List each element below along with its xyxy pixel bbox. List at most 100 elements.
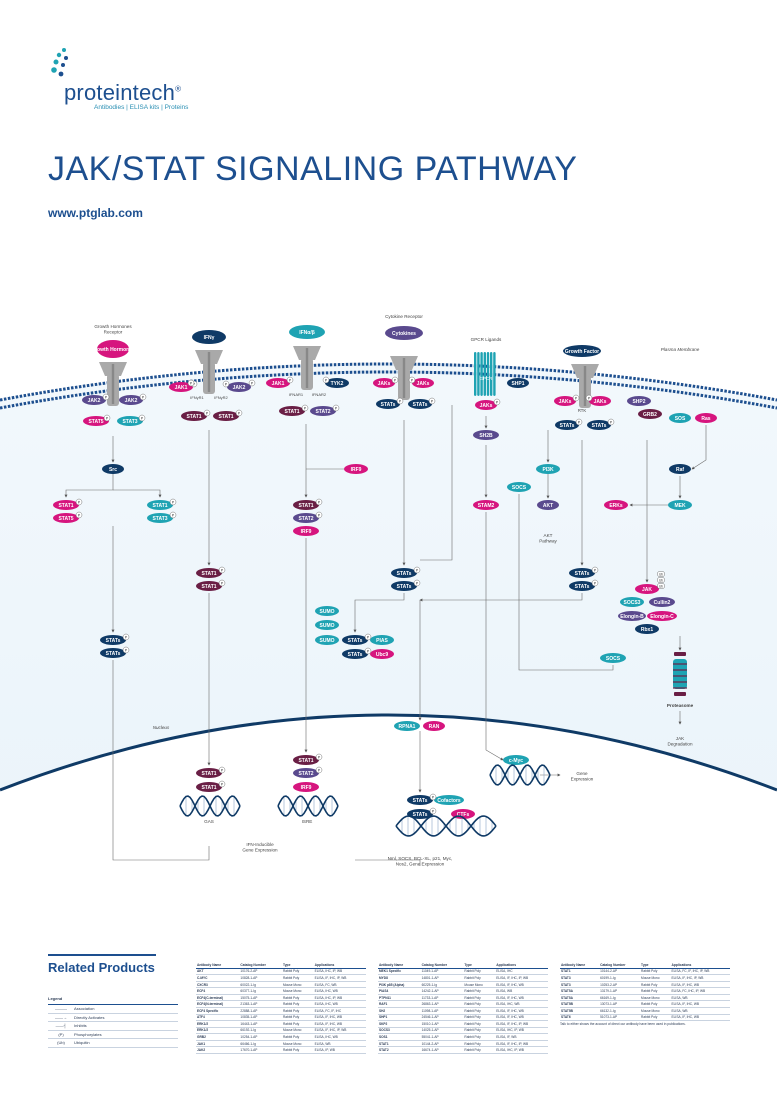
node-rpna1: RPNA1	[394, 721, 420, 731]
table-cell: CXCR3	[196, 981, 240, 989]
svg-text:P: P	[78, 513, 81, 517]
svg-text:Growth Hormones: Growth Hormones	[91, 347, 135, 353]
svg-text:JAKs: JAKs	[480, 403, 493, 409]
table-cell: ECF4 Specific	[196, 1007, 240, 1015]
label-gas: GAS	[204, 819, 214, 824]
svg-text:STATs: STATs	[575, 571, 590, 577]
legend-label: Directly Activates	[74, 1014, 105, 1020]
table-cell: ATF4	[196, 1014, 240, 1022]
phospho-badge: P	[322, 376, 330, 384]
svg-text:P: P	[125, 635, 128, 639]
table-cell: 60199-1-Ig	[599, 974, 641, 982]
table-cell: ELISA, IF, IHC, WB	[313, 1014, 366, 1022]
ifnab-receptor	[293, 346, 321, 390]
svg-text:TYK2: TYK2	[331, 381, 344, 387]
brand-logo	[46, 46, 76, 86]
phospho-badge: P	[218, 566, 226, 574]
table-cell: ELISA, WB	[313, 1040, 366, 1048]
table-cell: ELISA, IF, IHC, WB	[495, 994, 548, 1002]
label-nucleus: Nucleus	[153, 725, 170, 730]
svg-text:P: P	[335, 406, 338, 410]
phospho-badge: P	[122, 633, 130, 641]
svg-text:P: P	[367, 649, 370, 653]
svg-text:P: P	[411, 378, 414, 382]
svg-text:P: P	[588, 396, 591, 400]
phospho-badge: P	[413, 566, 421, 574]
phospho-badge: P	[169, 498, 177, 506]
table-cell: Rabbit Poly	[281, 1007, 314, 1015]
legend-symbol: (Ub)	[57, 1040, 65, 1046]
dna-isre	[277, 795, 339, 817]
node-stat1-cyto-b: STAT1	[147, 500, 173, 510]
table-cell: ELISA, IF, IHC, WB	[495, 981, 548, 989]
table-cell: ELISA, IHC, WB	[313, 987, 366, 995]
node-jak2: JAK2	[227, 382, 251, 392]
node-jak: JAK	[635, 584, 659, 594]
table-cell: Mouse Mono	[281, 1027, 314, 1035]
table-cell: 66192-1-Ig	[239, 1027, 282, 1035]
svg-text:STATs: STATs	[575, 584, 590, 590]
svg-text:c-Myc: c-Myc	[509, 758, 523, 764]
phospho-badge: P	[413, 579, 421, 587]
table-cell: SKP2	[378, 1020, 421, 1028]
node-sumo: SUMO	[315, 606, 339, 616]
svg-text:STAM2: STAM2	[478, 503, 495, 509]
table-cell: ELISA, IF, IHC, IP, WB	[495, 1040, 548, 1048]
label-plasma_membrane: Plasma Membrane	[661, 347, 700, 352]
node-jak2: JAK2	[119, 395, 143, 405]
node-stat1-cyto: STAT1	[53, 500, 79, 510]
node-raf: Raf	[669, 464, 691, 474]
svg-text:Raf: Raf	[676, 467, 684, 473]
svg-text:P: P	[190, 381, 193, 385]
table-cell: STAT5B	[560, 1000, 600, 1008]
dna-cmyc	[489, 764, 551, 786]
connector	[353, 593, 405, 633]
pathway-connectors	[64, 405, 707, 866]
table-cell: MEK1 Specific	[378, 968, 421, 976]
phospho-badge: P	[591, 566, 599, 574]
website-url[interactable]: www.ptglab.com	[48, 206, 143, 220]
table-cell: ELISA, IF, IHC, IP, WB	[313, 1027, 366, 1035]
table-cell: STAT6	[560, 1014, 600, 1022]
table-cell: Rabbit Poly	[463, 1033, 496, 1041]
svg-text:Cofactors: Cofactors	[437, 798, 461, 804]
